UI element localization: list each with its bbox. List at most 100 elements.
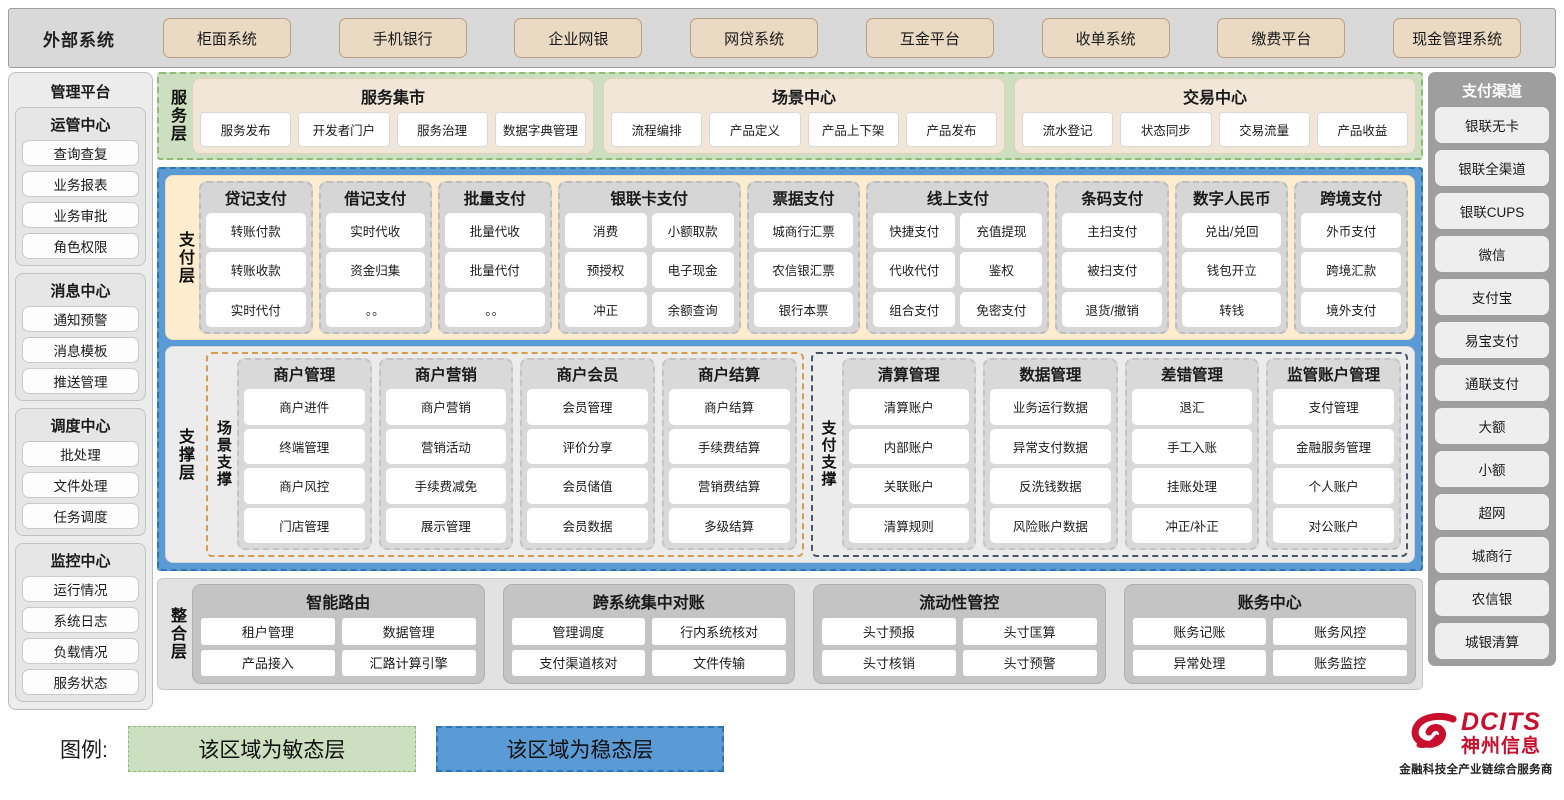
payment-channel-小额[interactable]: 小额: [1435, 451, 1549, 487]
payment-chip[interactable]: 消费: [564, 213, 647, 249]
service-chip[interactable]: 开发者门户: [298, 112, 390, 147]
support-chip[interactable]: 反洗钱数据: [990, 468, 1111, 504]
service-chip[interactable]: 数据字典管理: [494, 112, 586, 147]
sidebar-item-服务状态[interactable]: 服务状态: [22, 669, 139, 695]
support-chip[interactable]: 异常支付数据: [990, 428, 1111, 464]
payment-channel-城银清算[interactable]: 城银清算: [1435, 623, 1549, 659]
integration-chip[interactable]: 管理调度: [511, 618, 646, 645]
payment-chip[interactable]: 。。: [445, 291, 545, 327]
payment-chip[interactable]: 免密支付: [960, 291, 1043, 327]
payment-chip[interactable]: 快捷支付: [873, 213, 956, 249]
external-system-chip[interactable]: 企业网银: [514, 18, 643, 58]
payment-chip[interactable]: 农信银汇票: [753, 252, 854, 288]
support-chip[interactable]: 金融服务管理: [1273, 428, 1394, 464]
integration-chip[interactable]: 异常处理: [1132, 649, 1267, 676]
payment-chip[interactable]: 实时代收: [325, 213, 426, 249]
payment-chip[interactable]: 批量代收: [445, 213, 545, 249]
payment-channel-大额[interactable]: 大额: [1435, 408, 1549, 444]
payment-chip[interactable]: 预授权: [564, 252, 647, 288]
support-chip[interactable]: 商户结算: [668, 389, 790, 425]
support-chip[interactable]: 多级结算: [668, 507, 790, 543]
payment-chip[interactable]: 代收代付: [873, 252, 956, 288]
service-chip[interactable]: 服务治理: [396, 112, 488, 147]
service-chip[interactable]: 产品发布: [905, 112, 997, 147]
integration-chip[interactable]: 文件传输: [652, 649, 786, 676]
integration-chip[interactable]: 支付渠道核对: [511, 649, 646, 676]
payment-chip[interactable]: 退货/撤销: [1062, 291, 1162, 327]
service-chip[interactable]: 产品定义: [709, 112, 801, 147]
sidebar-item-文件处理[interactable]: 文件处理: [22, 472, 139, 498]
payment-chip[interactable]: 余额查询: [651, 291, 734, 327]
payment-channel-通联支付[interactable]: 通联支付: [1435, 365, 1549, 401]
payment-chip[interactable]: 电子现金: [651, 252, 734, 288]
external-system-chip[interactable]: 现金管理系统: [1393, 18, 1522, 58]
integration-chip[interactable]: 租户管理: [201, 618, 335, 645]
payment-chip[interactable]: 小额取款: [651, 213, 734, 249]
integration-chip[interactable]: 账务监控: [1273, 649, 1407, 676]
sidebar-item-批处理[interactable]: 批处理: [22, 441, 139, 467]
payment-chip[interactable]: 鉴权: [960, 252, 1043, 288]
external-system-chip[interactable]: 互金平台: [865, 18, 994, 58]
payment-chip[interactable]: 主扫支付: [1062, 213, 1162, 249]
integration-chip[interactable]: 数据管理: [341, 618, 476, 645]
payment-channel-银联全渠道[interactable]: 银联全渠道: [1435, 150, 1549, 186]
support-chip[interactable]: 营销费结算: [668, 468, 790, 504]
service-chip[interactable]: 状态同步: [1120, 112, 1212, 147]
support-chip[interactable]: 会员储值: [527, 468, 648, 504]
payment-chip[interactable]: 境外支付: [1301, 291, 1401, 327]
payment-chip[interactable]: 被扫支付: [1062, 252, 1162, 288]
payment-chip[interactable]: 转账付款: [206, 213, 306, 249]
support-chip[interactable]: 个人账户: [1273, 468, 1394, 504]
payment-chip[interactable]: 充值提现: [960, 213, 1043, 249]
integration-chip[interactable]: 行内系统核对: [652, 618, 786, 645]
sidebar-item-运行情况[interactable]: 运行情况: [22, 576, 139, 602]
service-chip[interactable]: 产品收益: [1316, 112, 1408, 147]
sidebar-item-角色权限[interactable]: 角色权限: [22, 233, 139, 259]
integration-chip[interactable]: 头寸预报: [822, 618, 956, 645]
payment-chip[interactable]: 转账收款: [206, 252, 306, 288]
support-chip[interactable]: 会员管理: [527, 389, 648, 425]
payment-channel-城商行[interactable]: 城商行: [1435, 537, 1549, 573]
integration-chip[interactable]: 汇路计算引擎: [341, 649, 476, 676]
support-chip[interactable]: 商户风控: [244, 468, 365, 504]
support-chip[interactable]: 手续费减免: [385, 468, 507, 504]
external-system-chip[interactable]: 手机银行: [338, 18, 467, 58]
support-chip[interactable]: 终端管理: [244, 428, 365, 464]
sidebar-item-业务审批[interactable]: 业务审批: [22, 202, 139, 228]
support-chip[interactable]: 挂账处理: [1131, 468, 1253, 504]
integration-chip[interactable]: 产品接入: [201, 649, 335, 676]
integration-chip[interactable]: 头寸核销: [822, 649, 956, 676]
sidebar-item-系统日志[interactable]: 系统日志: [22, 607, 139, 633]
support-chip[interactable]: 内部账户: [848, 428, 970, 464]
support-chip[interactable]: 手工入账: [1131, 428, 1253, 464]
sidebar-item-通知预警[interactable]: 通知预警: [22, 306, 139, 332]
support-chip[interactable]: 冲正/补正: [1131, 507, 1253, 543]
service-chip[interactable]: 服务发布: [200, 112, 292, 147]
integration-chip[interactable]: 账务风控: [1273, 618, 1407, 645]
payment-chip[interactable]: 组合支付: [873, 291, 956, 327]
support-chip[interactable]: 商户进件: [244, 389, 365, 425]
external-system-chip[interactable]: 缴费平台: [1217, 18, 1346, 58]
support-chip[interactable]: 营销活动: [385, 428, 507, 464]
support-chip[interactable]: 清算账户: [848, 389, 970, 425]
payment-chip[interactable]: 。。: [325, 291, 426, 327]
payment-channel-超网[interactable]: 超网: [1435, 494, 1549, 530]
payment-channel-支付宝[interactable]: 支付宝: [1435, 279, 1549, 315]
payment-chip[interactable]: 实时代付: [206, 291, 306, 327]
sidebar-item-任务调度[interactable]: 任务调度: [22, 503, 139, 529]
support-chip[interactable]: 退汇: [1131, 389, 1253, 425]
payment-channel-银联CUPS[interactable]: 银联CUPS: [1435, 193, 1549, 229]
external-system-chip[interactable]: 柜面系统: [162, 18, 291, 58]
sidebar-item-负载情况[interactable]: 负载情况: [22, 638, 139, 664]
payment-chip[interactable]: 冲正: [564, 291, 647, 327]
payment-chip[interactable]: 资金归集: [325, 252, 426, 288]
support-chip[interactable]: 会员数据: [527, 507, 648, 543]
sidebar-item-消息模板[interactable]: 消息模板: [22, 337, 139, 363]
support-chip[interactable]: 商户营销: [385, 389, 507, 425]
payment-chip[interactable]: 跨境汇款: [1301, 252, 1401, 288]
payment-chip[interactable]: 批量代付: [445, 252, 545, 288]
payment-chip[interactable]: 城商行汇票: [753, 213, 854, 249]
payment-chip[interactable]: 兑出/兑回: [1181, 213, 1282, 249]
sidebar-item-查询查复[interactable]: 查询查复: [22, 140, 139, 166]
payment-chip[interactable]: 钱包开立: [1181, 252, 1282, 288]
